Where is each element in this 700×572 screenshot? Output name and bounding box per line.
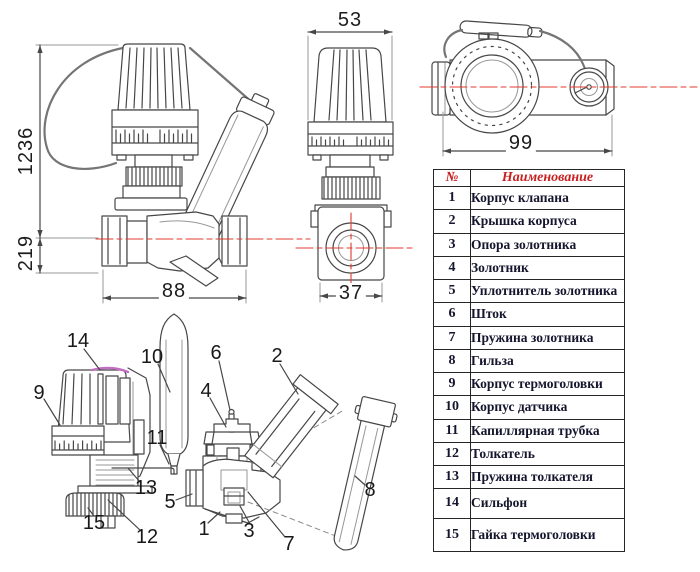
callout-15: 15 — [82, 512, 106, 534]
callout-9: 9 — [33, 382, 45, 404]
dimension-front-axis-offset: 219 — [15, 234, 37, 272]
part-name-cell: Корпус клапана — [470, 185, 625, 211]
callout-10: 10 — [140, 346, 164, 368]
part-number-cell: 9 — [433, 371, 471, 397]
part-number-cell: 10 — [433, 395, 471, 420]
part-number-cell: 13 — [433, 464, 471, 490]
part-name-cell: Капиллярная трубка — [470, 418, 625, 443]
part-number-cell: 8 — [433, 348, 471, 374]
callout-4: 4 — [200, 380, 212, 402]
part-name-cell: Гайка термоголовки — [470, 517, 625, 553]
part-number-cell: 7 — [433, 325, 471, 350]
part-number-cell: 1 — [433, 185, 471, 211]
part-name-cell: Шток — [470, 302, 625, 327]
front-view — [35, 43, 311, 304]
exploded-view — [43, 313, 398, 551]
part-number-cell: 2 — [433, 209, 471, 234]
part-number-cell: 15 — [433, 517, 471, 553]
part-number-cell: 14 — [433, 488, 471, 519]
dimension-top-length: 99 — [505, 133, 537, 153]
part-name-cell: Корпус датчика — [470, 395, 625, 420]
callout-1: 1 — [198, 518, 210, 540]
callout-6: 6 — [210, 342, 222, 364]
part-number-cell: 3 — [433, 232, 471, 257]
part-name-cell: Пружина золотника — [470, 325, 625, 350]
part-number-cell: 5 — [433, 278, 471, 304]
dimension-head-width: 53 — [337, 9, 363, 31]
top-view — [419, 20, 698, 157]
callout-7: 7 — [283, 533, 295, 555]
callout-14: 14 — [66, 330, 90, 352]
part-number-cell: 6 — [433, 302, 471, 327]
side-view — [295, 29, 414, 303]
part-name-cell: Пружина толкателя — [470, 464, 625, 490]
part-name-cell: Толкатель — [470, 441, 625, 467]
dimension-body-width: 37 — [335, 283, 367, 303]
part-number-cell: 11 — [433, 418, 471, 443]
dimension-front-height: 1236 — [15, 126, 37, 176]
callout-11: 11 — [146, 427, 168, 449]
part-name-cell: Крышка корпуса — [470, 209, 625, 234]
callout-13: 13 — [134, 477, 158, 499]
column-header-name: Наименование — [470, 169, 625, 187]
part-name-cell: Корпус термоголовки — [470, 371, 625, 397]
parts-table-header-row: № Наименование — [433, 169, 625, 187]
part-number-cell: 4 — [433, 255, 471, 281]
part-name-cell: Золотник — [470, 255, 625, 281]
callout-8: 8 — [364, 479, 376, 501]
part-number-cell: 12 — [433, 441, 471, 467]
callout-2: 2 — [271, 345, 283, 367]
part-name-cell: Гильза — [470, 348, 625, 374]
callout-12: 12 — [135, 526, 159, 548]
part-name-cell: Уплотнитель золотника — [470, 278, 625, 304]
column-header-number: № — [433, 169, 471, 187]
callout-3: 3 — [243, 520, 255, 542]
part-name-cell: Опора золотника — [470, 232, 625, 257]
part-name-cell: Сильфон — [470, 488, 625, 519]
dimension-front-width: 88 — [158, 281, 190, 301]
callout-5: 5 — [164, 491, 176, 513]
